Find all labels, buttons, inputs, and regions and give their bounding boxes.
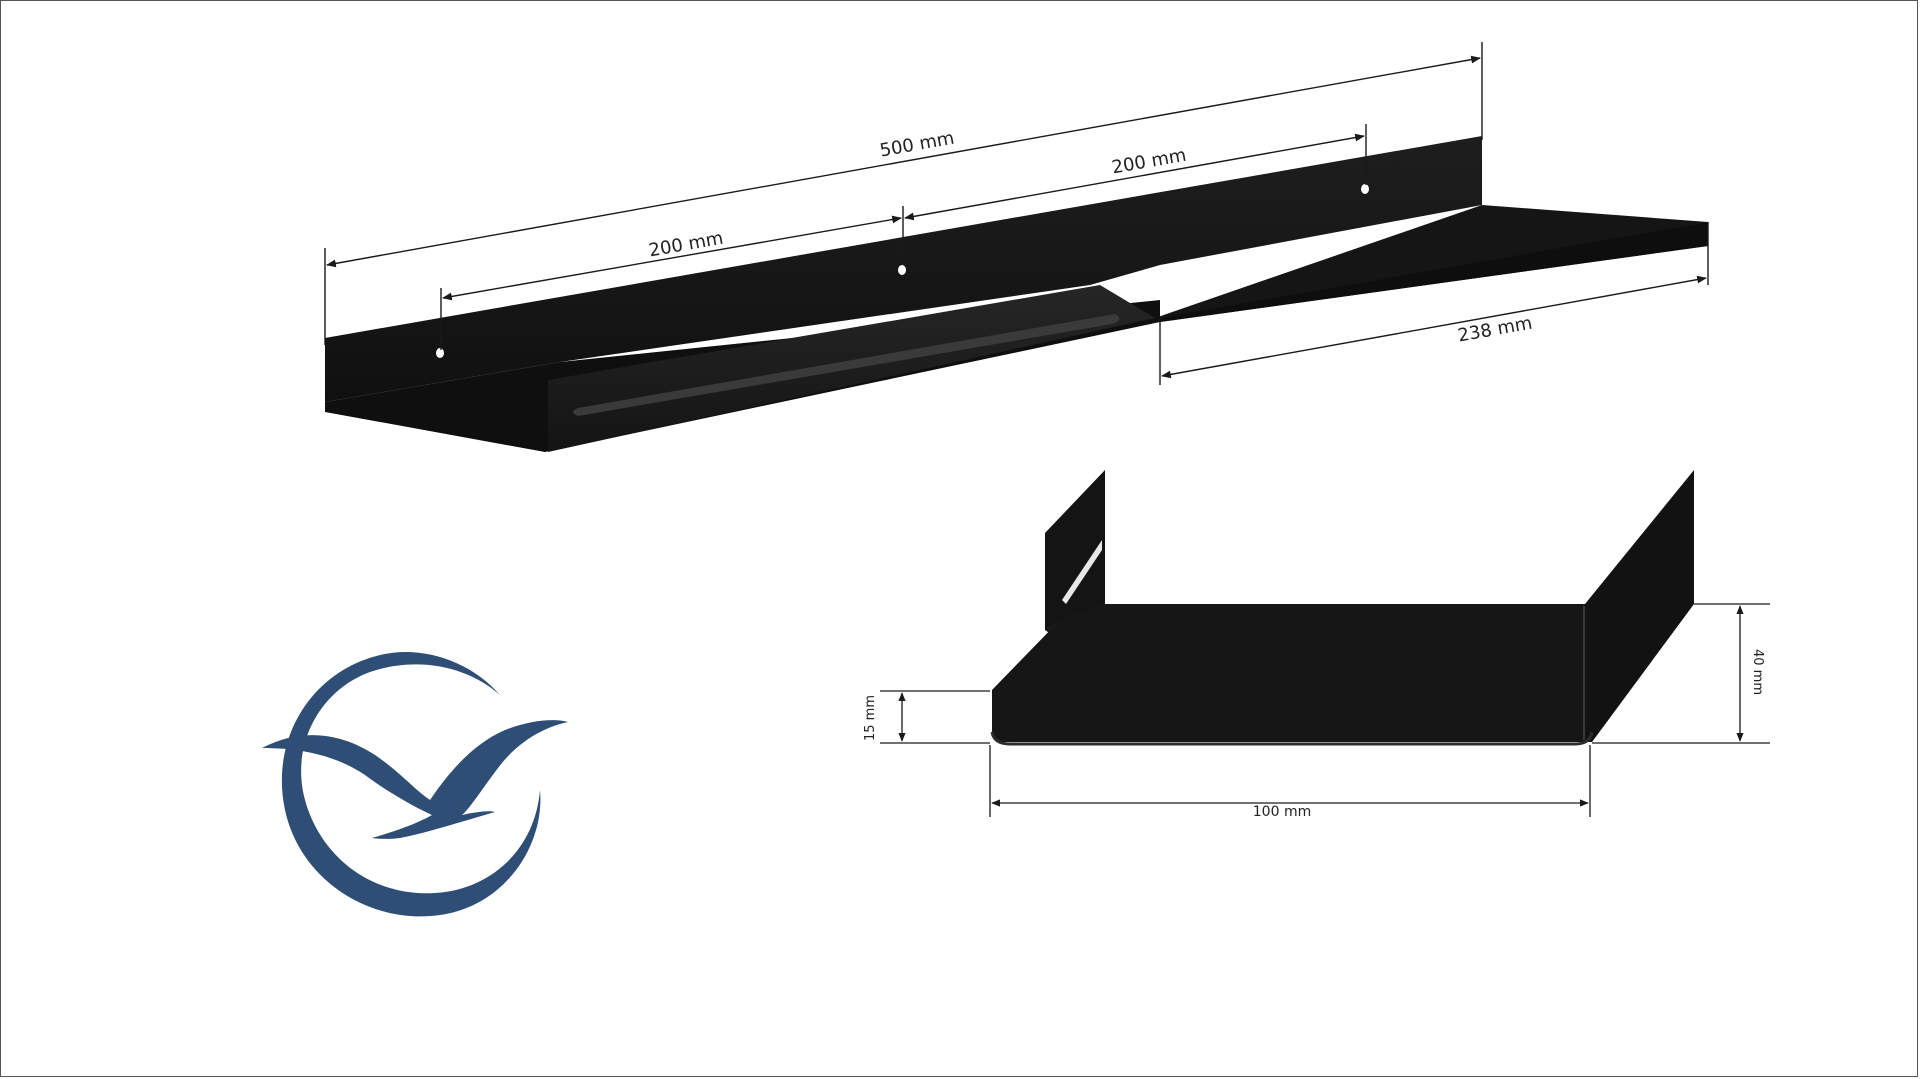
side-dimensions xyxy=(880,603,1770,817)
shelf-iso-view xyxy=(325,136,1708,452)
top-dimensions xyxy=(324,42,1709,385)
side-left-upright xyxy=(1045,470,1105,640)
side-right-wall xyxy=(1585,470,1694,742)
dim-label-40: 40 mm xyxy=(1750,649,1765,695)
dim-label-500: 500 mm xyxy=(878,128,956,162)
bird-crescent-logo-icon xyxy=(262,651,568,917)
dim-label-100: 100 mm xyxy=(1253,804,1311,820)
dim-label-200-left: 200 mm xyxy=(647,228,725,262)
dim-line-200-right xyxy=(904,133,1365,221)
shelf-tray-slot xyxy=(573,314,1120,416)
side-bottom-edge xyxy=(990,731,1594,746)
dim-label-15: 15 mm xyxy=(863,695,878,741)
dim-line-238 xyxy=(1161,275,1707,379)
mounting-hole xyxy=(1361,184,1369,194)
dim-label-200-right: 200 mm xyxy=(1110,145,1188,179)
shelf-side-view xyxy=(990,470,1694,746)
side-main-body xyxy=(992,604,1585,742)
side-upright-gap xyxy=(1062,540,1102,604)
side-dimension-labels: 100 mm 40 mm 15 mm xyxy=(863,649,1765,820)
mounting-hole xyxy=(436,348,444,358)
dim-label-238: 238 mm xyxy=(1456,313,1534,347)
mounting-hole xyxy=(898,265,906,275)
dim-line-200-left xyxy=(442,215,902,301)
